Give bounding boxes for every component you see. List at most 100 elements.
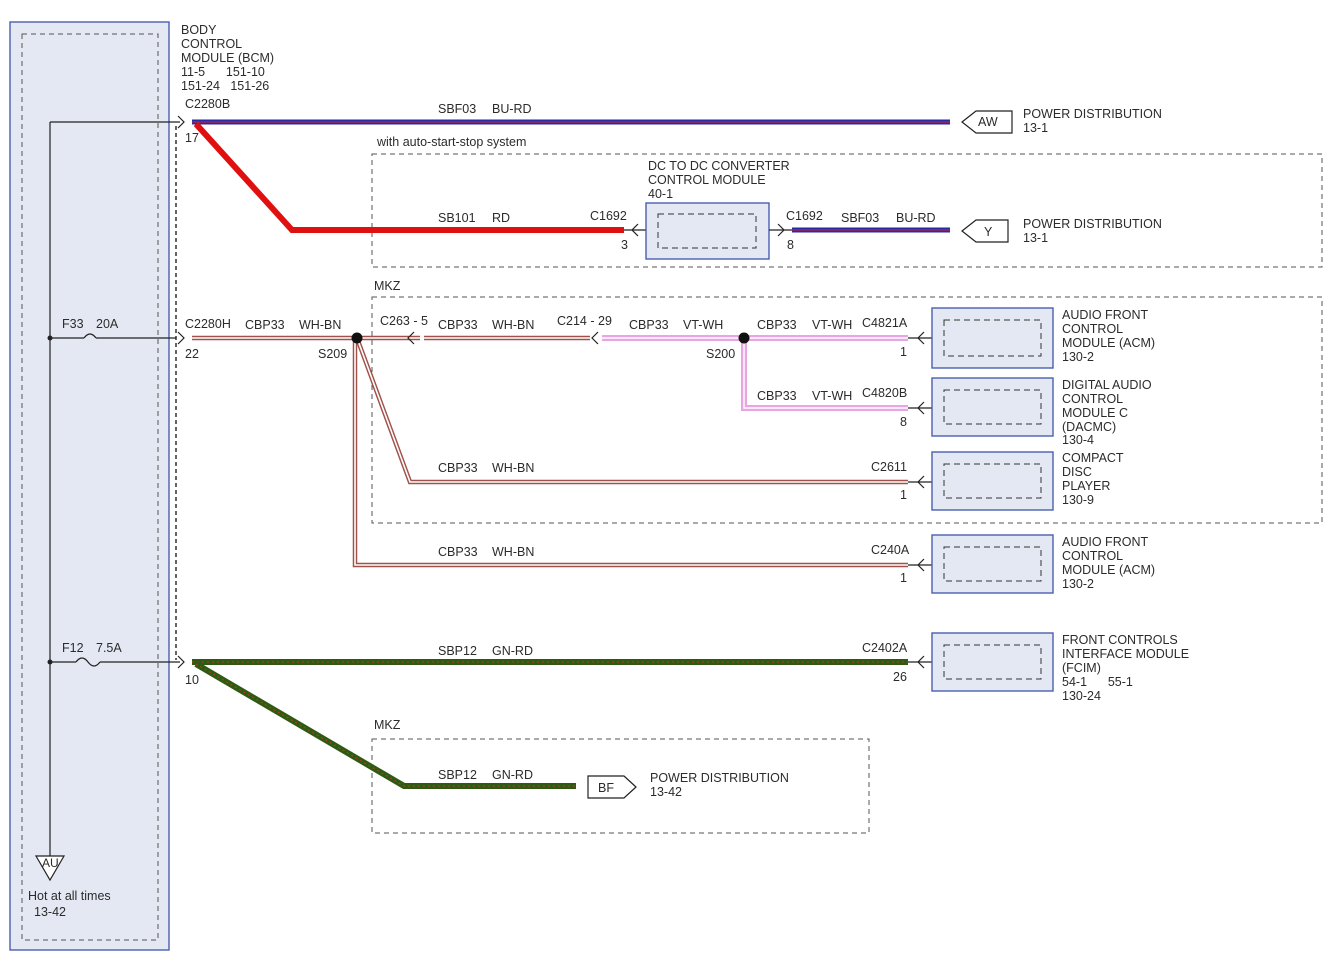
dacmc-line-3: MODULE C [1062,406,1128,420]
fcim-line-2: INTERFACE MODULE [1062,647,1189,661]
fcim-box [931,632,1054,692]
fuse-f33-id: F33 [62,317,84,331]
bcm-ref-1: 11-5 151-10 [181,65,265,79]
cbp33-240-circuit: CBP33 [438,545,478,559]
acm1-inner [943,319,1042,357]
fuse-f33-rating: 20A [96,317,119,331]
aw-ref: 13-1 [1023,121,1048,135]
c2280h-pin: 22 [185,347,199,361]
chevron-c1692-right-icon [777,223,785,237]
au-label: Hot at all times [28,889,111,903]
dacmc-line-4: (DACMC) [1062,420,1116,434]
cbp33-4820-color: VT-WH [812,389,852,403]
c4820b-label: C4820B [862,386,907,400]
dcdc-inner [657,213,757,249]
cdp-line-2: DISC [1062,465,1092,479]
dcdc-title-1: DC TO DC CONVERTER [648,159,790,173]
bf-tag: BF [598,781,614,795]
c2402a-pin: 26 [893,670,907,684]
fuse-f12-rating: 7.5A [96,641,122,655]
cbp33-main-circuit: CBP33 [245,318,285,332]
y-ref: 13-1 [1023,231,1048,245]
c4820b-pin: 8 [900,415,907,429]
bcm-title-2: CONTROL [181,37,242,51]
cbp33-4821-circuit: CBP33 [757,318,797,332]
cbp33-2611-circuit: CBP33 [438,461,478,475]
c263-label: C263 - 5 [380,314,428,328]
auto-start-label: with auto-start-stop system [376,135,526,149]
sbf03-top-circuit: SBF03 [438,102,476,116]
dacmc-line-5: 130-4 [1062,433,1094,447]
bf-title: POWER DISTRIBUTION [650,771,789,785]
c2280-10-pin: 10 [185,673,199,687]
bcm-node-f33 [47,335,53,341]
c240a-label: C240A [871,543,910,557]
sbp12-main-circuit: SBP12 [438,644,477,658]
wire-sbp12-bf-tracer [195,663,576,787]
fcim-inner [943,644,1042,680]
c1692-left-pin: 3 [621,238,628,252]
cdp-line-1: COMPACT [1062,451,1124,465]
aw-tag-icon [961,110,1013,134]
bcm-title-1: BODY [181,23,217,37]
y-tag: Y [984,225,993,239]
chevron-22-icon [177,331,185,345]
bcm-ref-2: 151-24 151-26 [181,79,269,93]
dcdc-box [645,202,770,260]
sbp12-main-color: GN-RD [492,644,533,658]
acm2-inner [943,546,1042,582]
fcim-line-4: 54-1 55-1 [1062,675,1133,689]
c1692-right-pin: 8 [787,238,794,252]
fcim-line-1: FRONT CONTROLS [1062,633,1178,647]
splice-s209 [351,332,363,344]
y-tag-icon [961,219,1009,243]
chevron-c4820b-icon [917,401,925,415]
cbp33-214-circuit: CBP33 [629,318,669,332]
mkz-label-1: MKZ [374,279,401,293]
dcdc-title-2: CONTROL MODULE [648,173,766,187]
cdp-inner [943,463,1042,499]
cdp-box [931,451,1054,511]
au-ref: 13-42 [34,905,66,919]
dcdc-ref: 40-1 [648,187,673,201]
sbp12-bf-circuit: SBP12 [438,768,477,782]
c1692-right-label: C1692 [786,209,823,223]
chevron-c2402a-icon [917,655,925,669]
cbp33-263-color: WH-BN [492,318,534,332]
acm1-line-1: AUDIO FRONT [1062,308,1148,322]
fcim-line-3: (FCIM) [1062,661,1101,675]
cbp33-main-color: WH-BN [299,318,341,332]
acm2-box [931,534,1054,594]
chevron-c2611-icon [917,475,925,489]
wire-cbp33-4820-tracer [743,338,908,409]
c2611-pin: 1 [900,488,907,502]
bf-tag-icon [587,775,637,799]
c2280b-pin: 17 [185,131,199,145]
dacmc-box [931,377,1054,437]
au-tag-icon [34,855,66,882]
acm2-line-2: CONTROL [1062,549,1123,563]
wire-cbp33-240-tracer [354,338,908,566]
chevron-17-icon [177,115,185,129]
fuse-f12-id: F12 [62,641,84,655]
cbp33-263-circuit: CBP33 [438,318,478,332]
acm2-line-1: AUDIO FRONT [1062,535,1148,549]
sbf03-top-color: BU-RD [492,102,532,116]
bcm-box [9,21,170,951]
mkz-region-2 [371,738,870,834]
c2280h-label: C2280H [185,317,231,331]
y-title: POWER DISTRIBUTION [1023,217,1162,231]
chevron-10-icon [177,655,185,669]
fcim-line-5: 130-24 [1062,689,1101,703]
acm1-box [931,307,1054,369]
chevron-c4821a-icon [917,331,925,345]
acm2-line-4: 130-2 [1062,577,1094,591]
c2611-label: C2611 [871,460,907,474]
acm1-line-4: 130-2 [1062,350,1094,364]
dacmc-line-2: CONTROL [1062,392,1123,406]
fuse-f12-icon [75,657,101,667]
wire-cbp33-2611-tracer [356,337,908,483]
c2402a-label: C2402A [862,641,908,655]
bcm-title-3: MODULE (BCM) [181,51,274,65]
